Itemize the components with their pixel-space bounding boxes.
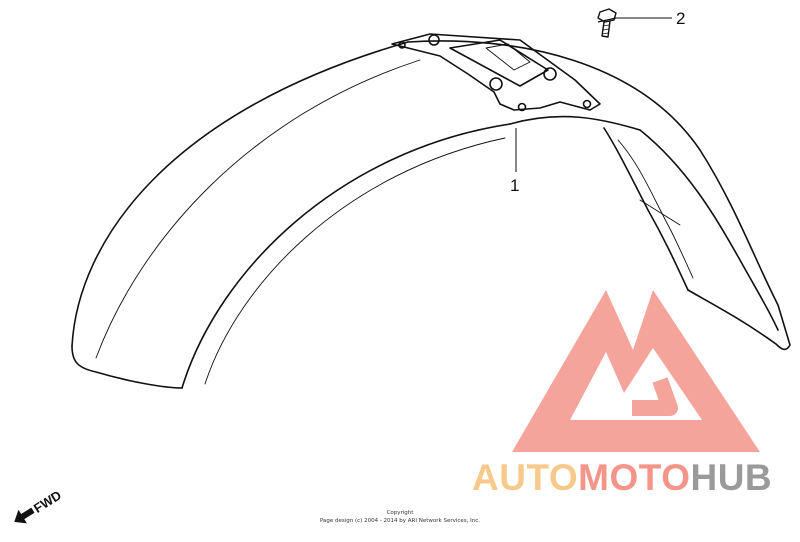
watermark-text: AUTOMOTOHUB <box>472 457 772 498</box>
copyright-title: Copyright <box>387 510 415 516</box>
watermark-hub: HUB <box>690 457 772 498</box>
front-fender[interactable] <box>71 33 791 389</box>
watermark-logo-icon <box>512 290 760 452</box>
copyright-line: Page design (c) 2004 - 2014 by ARI Netwo… <box>320 518 480 524</box>
fwd-arrow-icon: FWD <box>14 487 64 524</box>
watermark-auto: AUTO <box>472 457 578 498</box>
callout-leaders <box>515 17 672 172</box>
watermark-moto: MOTO <box>578 457 690 498</box>
callout-2[interactable]: 2 <box>676 9 685 28</box>
flange-bolt-icon[interactable] <box>597 8 617 38</box>
callout-1[interactable]: 1 <box>510 176 519 195</box>
fwd-label: FWD <box>31 487 64 515</box>
